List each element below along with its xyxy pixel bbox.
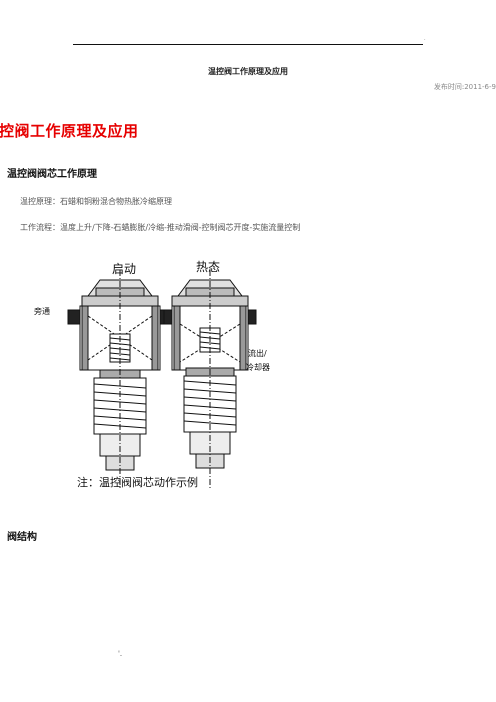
footer-mark: '. bbox=[118, 650, 123, 658]
document-title: 温控阀工作原理及应用 bbox=[208, 67, 288, 76]
header-dot: . bbox=[424, 36, 426, 42]
section-title-valve-structure: 阀结构 bbox=[7, 532, 37, 543]
publish-date-value: 2011-6-9 bbox=[464, 83, 496, 91]
figure-label-hot-state: 热态 bbox=[196, 260, 221, 274]
article-heading: 控阀工作原理及应用 bbox=[0, 122, 139, 140]
figure-caption: 注：温控阀阀芯动作示例 bbox=[77, 476, 198, 489]
publish-date: 发布时间:2011-6-9 bbox=[434, 82, 496, 92]
figure-label-outflow: 流出/ bbox=[248, 349, 267, 358]
figure-label-cooler: 冷却器 bbox=[246, 363, 270, 372]
publish-date-label: 发布时间: bbox=[433, 83, 465, 91]
section-title-core-principle: 温控阀阀芯工作原理 bbox=[7, 169, 97, 180]
workflow-line: 工作流程：温度上升/下降-石蜡膨胀/冷缩-推动滑阀-控制阀芯开度-实施流量控制 bbox=[20, 223, 301, 232]
valve-core-illustration bbox=[67, 270, 257, 488]
valve-core-figure: 启动 热态 旁通 流出/ 冷却器 注：温控阀阀芯动作示例 bbox=[34, 250, 270, 495]
figure-label-bypass: 旁通 bbox=[34, 307, 50, 316]
figure-label-startup: 启动 bbox=[112, 262, 137, 276]
header-rule bbox=[73, 44, 423, 45]
principle-line: 温控原理：石蜡和铜粉混合物热胀冷缩原理 bbox=[20, 197, 172, 206]
